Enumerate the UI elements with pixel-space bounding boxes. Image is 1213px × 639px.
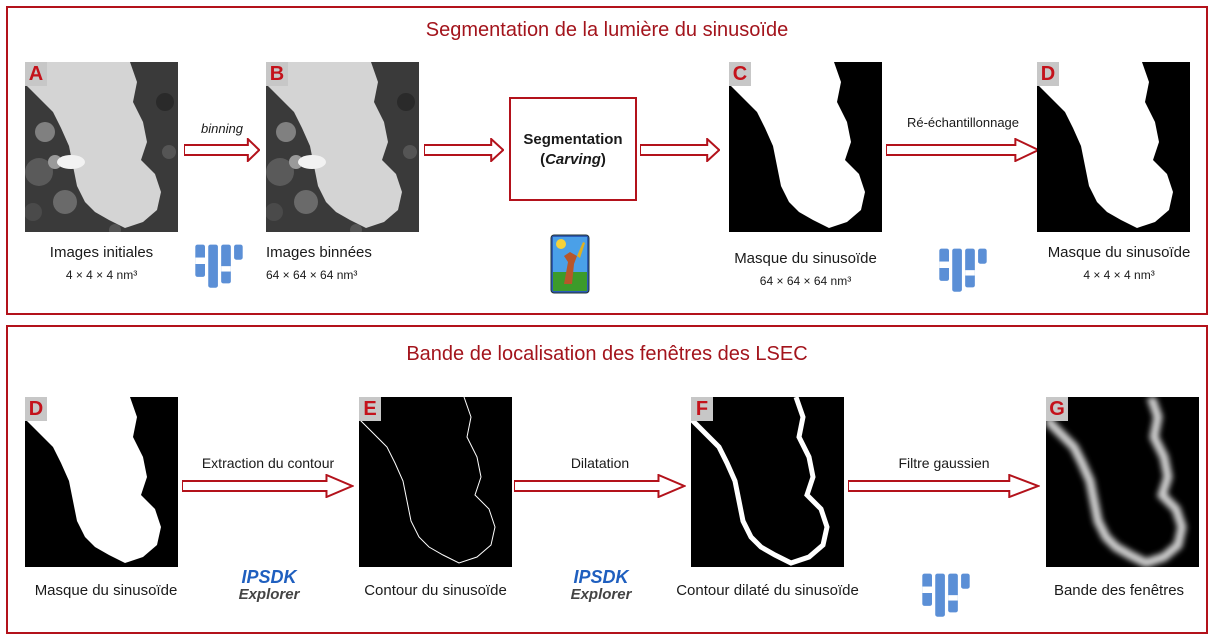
step-letter: E [359,397,381,421]
step-caption: Images binnées 64 × 64 × 64 nm³ [266,244,372,282]
fiji-logo-icon [935,240,991,296]
image-initial: A [25,62,178,232]
gaussian-label: Filtre gaussien [898,455,990,471]
binning-label: binning [201,121,243,136]
segmentation-box: Segmentation (Carving) [509,97,637,201]
image-dilated-f: F [691,397,844,567]
window-band-panel: Bande de localisation des fenêtres des L… [6,325,1208,634]
arrow-resampling [886,138,1040,162]
step-caption: Contour du sinusoïde [364,582,507,599]
arrow-contour [182,474,354,498]
fiji-logo-icon [191,236,247,292]
fiji-logo-icon [918,565,974,621]
panel-title: Segmentation de la lumière du sinusoïde [425,19,789,41]
ipsdk-logo-icon: IPSDK Explorer [570,567,632,603]
step-letter: F [691,397,713,421]
resampling-label: Ré-échantillonnage [906,115,1020,130]
contour-label: Extraction du contour [201,455,335,471]
step-caption: Masque du sinusoïde [34,582,178,599]
panel-title: Bande de localisation des fenêtres des L… [406,343,808,365]
step-letter: C [729,62,751,86]
image-mask-d: D [1037,62,1190,232]
step-letter: G [1046,397,1068,421]
arrow-to-mask [640,138,720,162]
step-caption: Images initiales 4 × 4 × 4 nm³ [49,244,154,282]
ipsdk-logo-icon: IPSDK Explorer [238,567,300,603]
arrow-to-segmentation [424,138,504,162]
step-caption: Bande des fenêtres [1053,582,1185,599]
ilastik-logo-icon [550,234,590,294]
dilation-label: Dilatation [570,455,630,471]
step-caption: Masque du sinusoïde 4 × 4 × 4 nm³ [1047,244,1191,282]
arrow-gaussian [848,474,1040,498]
image-mask-d2: D [25,397,178,567]
step-letter: B [266,62,288,86]
step-caption: Masque du sinusoïde 64 × 64 × 64 nm³ [734,250,877,288]
arrow-binning [184,138,260,162]
image-contour-e: E [359,397,512,567]
step-letter: D [25,397,47,421]
segmentation-panel: Segmentation de la lumière du sinusoïde [6,6,1208,315]
image-binned: B [266,62,419,232]
arrow-dilation [514,474,686,498]
image-mask-c: C [729,62,882,232]
step-letter: D [1037,62,1059,86]
step-letter: A [25,62,47,86]
image-band-g: G [1046,397,1199,567]
step-caption: Contour dilaté du sinusoïde [676,582,859,599]
